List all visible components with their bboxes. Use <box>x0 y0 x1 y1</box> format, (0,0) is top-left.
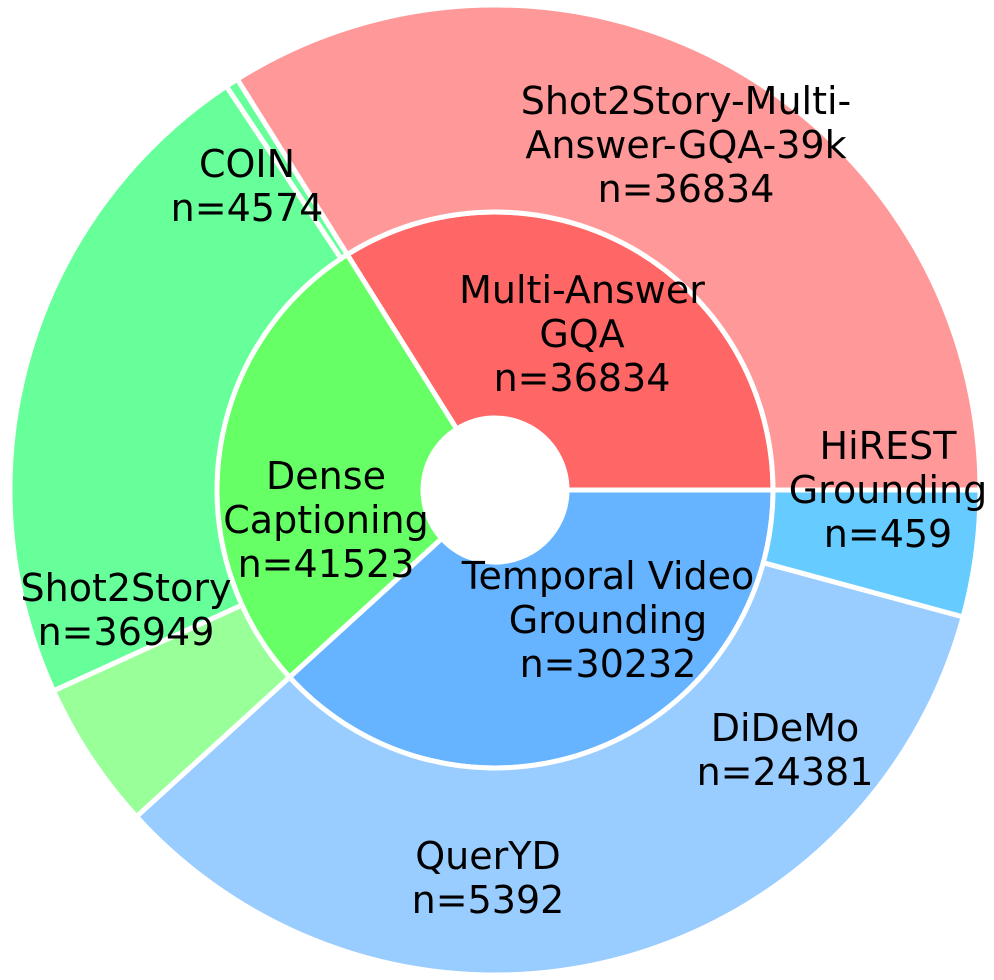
outer-slice-shot2story-multi-answer-gqa-39k <box>233 2 983 493</box>
inner-temporal-video-grounding-count-label: n=30232 <box>520 642 697 686</box>
inner-multi-answer-gqa-count-label: n=36834 <box>494 356 671 400</box>
inner-multi-answer-gqa-label-line-1: Multi-Answer <box>459 268 705 312</box>
outer-shot2story-count-label: n=36949 <box>38 610 215 654</box>
outer-slice-shot2story <box>132 559 967 978</box>
outer-queryd-label-line-1: QuerYD <box>415 834 560 878</box>
outer-coin-count-label: n=4574 <box>171 186 324 230</box>
inner-dense-captioning-label-line-1: Dense <box>266 454 386 498</box>
outer-slice-coin <box>760 487 983 620</box>
inner-multi-answer-gqa-label-line-2: GQA <box>539 312 624 356</box>
outer-hirest-grounding-count-label: n=459 <box>824 512 952 556</box>
outer-coin-label-line-1: COIN <box>199 142 295 186</box>
outer-shot2story-multi-answer-gqa-39k-label-line-2: Answer-GQA-39k <box>525 123 846 167</box>
outer-hirest-grounding-label-line-1: HiREST <box>820 424 958 468</box>
inner-dense-captioning-count-label: n=41523 <box>238 542 415 586</box>
outer-didemo-label-line-1: DiDeMo <box>711 706 860 750</box>
outer-shot2story-label-line-1: Shot2Story <box>21 566 232 610</box>
outer-queryd-count-label: n=5392 <box>412 878 565 922</box>
inner-temporal-video-grounding-label-line-2: Grounding <box>509 598 708 642</box>
outer-shot2story-multi-answer-gqa-39k-count-label: n=36834 <box>598 167 775 211</box>
outer-ring <box>7 2 983 978</box>
inner-temporal-video-grounding-label-line-1: Temporal Video <box>461 554 755 598</box>
outer-slice-didemo <box>7 82 345 695</box>
inner-dense-captioning-label-line-2: Captioning <box>223 498 429 542</box>
outer-didemo-count-label: n=24381 <box>697 750 874 794</box>
outer-shot2story-multi-answer-gqa-39k-label-line-1: Shot2Story-Multi- <box>521 79 852 123</box>
outer-hirest-grounding-label-line-2: Grounding <box>789 468 988 512</box>
inner-ring <box>214 209 776 771</box>
